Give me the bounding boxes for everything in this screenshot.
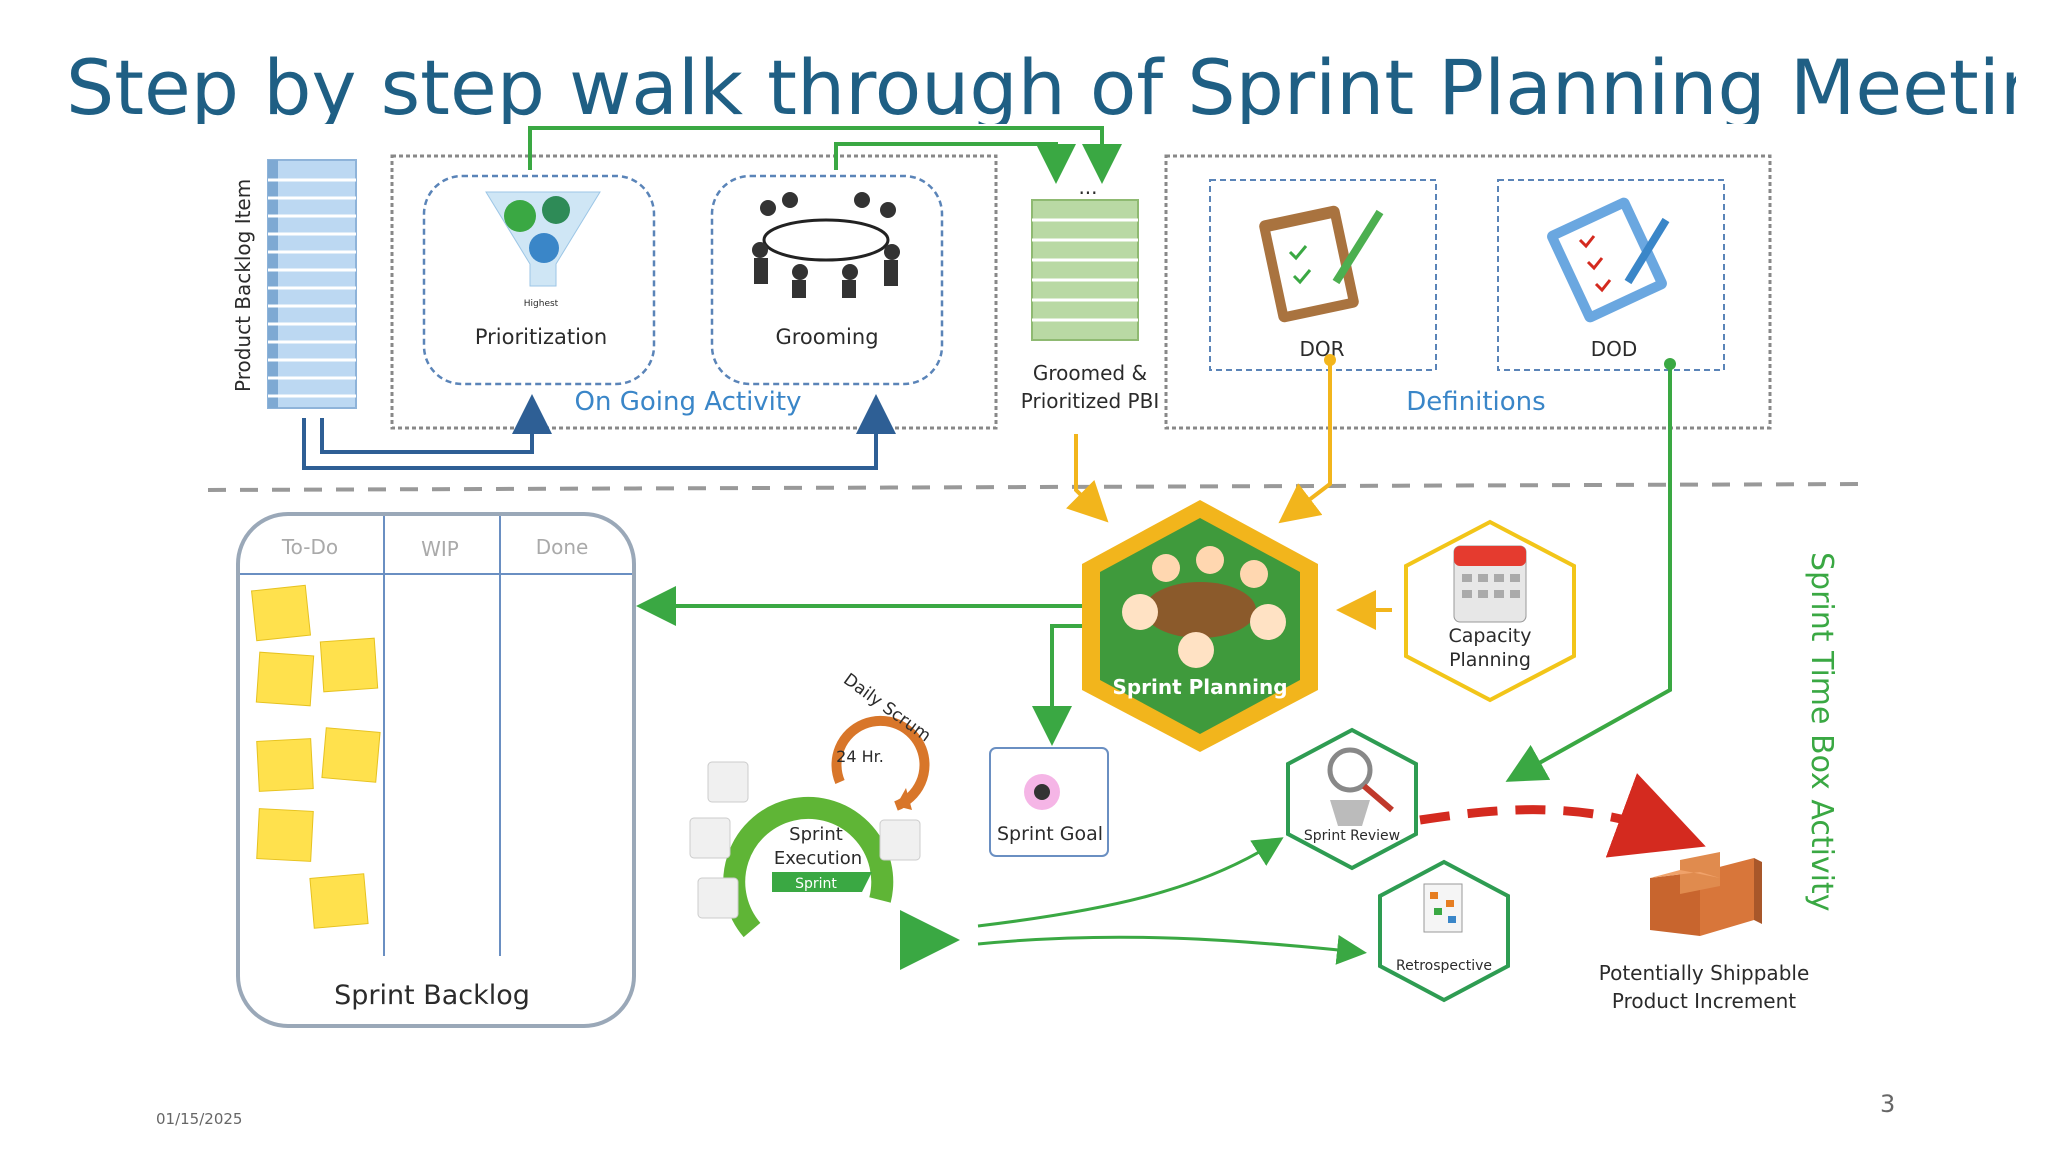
checklist-icon <box>1547 197 1670 323</box>
page-number: 3 <box>1880 1090 1896 1118</box>
product-backlog-label: Product Backlog Item <box>231 179 255 392</box>
sprint-review-hexagon <box>1286 727 1418 871</box>
definition-arrows <box>1066 354 1676 782</box>
execution-label-line1: Sprint <box>789 824 843 845</box>
review-to-increment-arrow <box>1419 773 1706 858</box>
sprint-planning-hexagon <box>1082 500 1318 752</box>
definitions-frame <box>1164 154 1772 430</box>
funnel-icon <box>485 191 601 287</box>
ongoing-activity-frame <box>390 154 998 430</box>
sprint-timebox-label: Sprint Time Box Activity <box>1804 552 1839 912</box>
capacity-label-line2: Planning <box>1449 649 1531 671</box>
planning-to-backlog-arrows <box>636 586 1084 746</box>
sprint-goal-scroll <box>989 747 1109 857</box>
groomed-pbi-stack <box>1031 199 1139 341</box>
execution-sprint-tag: Sprint <box>795 876 837 892</box>
groomed-dots: ... <box>1078 175 1097 199</box>
ongoing-to-groomed-arrows <box>528 126 1122 184</box>
dod-card <box>1497 179 1725 371</box>
separator-line <box>207 482 1871 492</box>
prioritization-label: Prioritization <box>475 325 607 349</box>
capacity-label-line1: Capacity <box>1448 625 1531 647</box>
dor-card <box>1209 179 1437 371</box>
funnel-bottom-label: Highest <box>524 299 559 309</box>
increment-boxes-icon <box>1650 852 1762 936</box>
daily-scrum-hours: 24 Hr. <box>836 747 884 766</box>
retrospective-hexagon <box>1378 859 1510 1003</box>
dod-label: DOD <box>1591 337 1638 361</box>
board-column-todo: To-Do <box>281 535 338 559</box>
page-title: Step by step walk through of Sprint Plan… <box>66 43 2016 124</box>
sticky-notes <box>250 584 381 929</box>
clipboard-icon <box>1259 205 1384 323</box>
board-column-done: Done <box>536 535 589 559</box>
grooming-label: Grooming <box>775 325 878 349</box>
sprint-review-label: Sprint Review <box>1304 828 1400 844</box>
grooming-card <box>710 174 944 386</box>
increment-label-line2: Product Increment <box>1612 989 1796 1013</box>
board-column-wip: WIP <box>421 537 459 561</box>
groomed-label-line2: Prioritized PBI <box>1021 389 1159 413</box>
sprint-execution-loop <box>630 761 960 970</box>
groomed-label-line1: Groomed & <box>1033 361 1147 385</box>
retrospective-label: Retrospective <box>1396 958 1492 974</box>
meeting-table-icon <box>752 192 900 298</box>
dor-label: DOR <box>1299 337 1344 361</box>
product-backlog-stack <box>267 159 357 409</box>
execution-to-ceremony-arrows <box>977 837 1367 965</box>
footer-date: 01/15/2025 <box>156 1110 243 1128</box>
daily-scrum-cycle <box>831 715 930 811</box>
capacity-planning-hexagon <box>1404 519 1576 703</box>
sprint-backlog-label: Sprint Backlog <box>334 980 530 1011</box>
ongoing-activity-caption: On Going Activity <box>575 387 802 417</box>
sprint-goal-label: Sprint Goal <box>997 823 1103 845</box>
execution-label-line2: Execution <box>774 848 862 869</box>
definitions-caption: Definitions <box>1406 387 1545 417</box>
sprint-planning-label: Sprint Planning <box>1112 675 1287 699</box>
backlog-to-ongoing-arrows <box>302 394 896 470</box>
increment-label-line1: Potentially Shippable <box>1599 961 1810 985</box>
